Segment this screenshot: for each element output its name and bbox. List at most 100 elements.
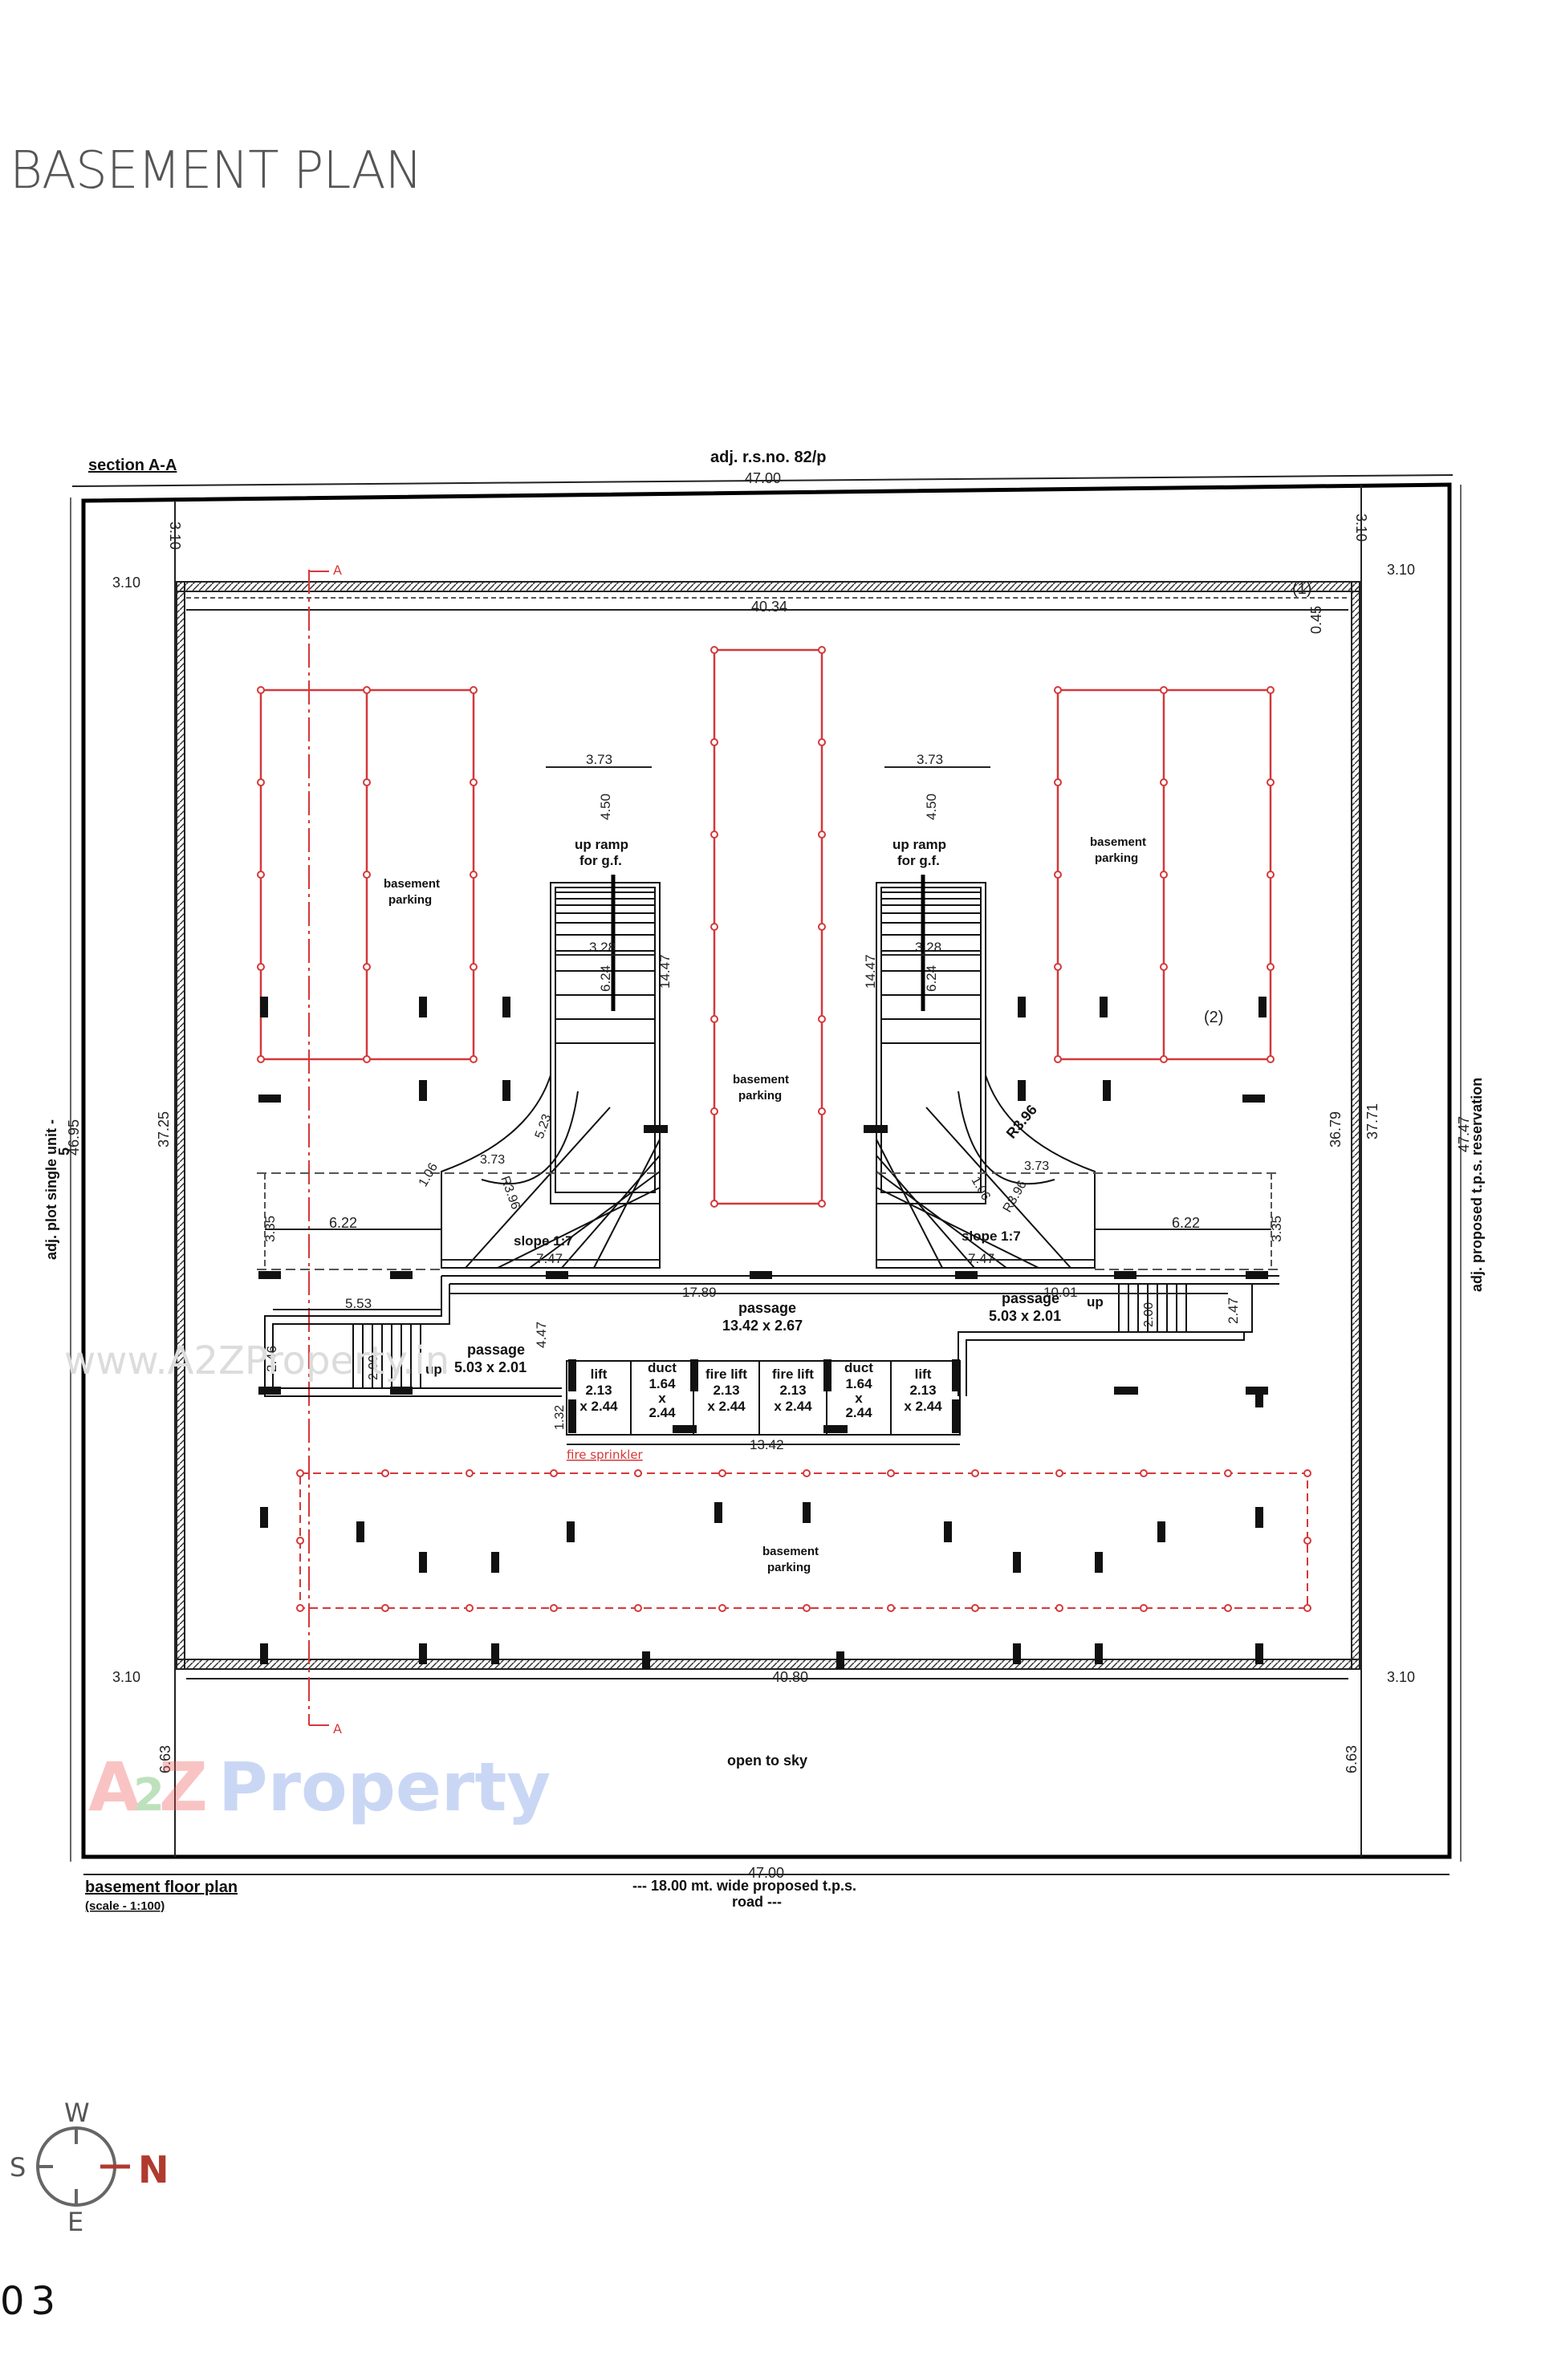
ramp-right-line2: for g.f.	[897, 853, 940, 868]
section-marker-bottom: A	[333, 1721, 342, 1736]
page-title: BASEMENT PLAN	[10, 141, 423, 201]
right-neighbor-label: adj. proposed t.p.s. reservation	[1469, 1078, 1485, 1292]
core-cell-1-l3: x 2.44	[579, 1399, 618, 1414]
dim-ramp-left-run: 4.50	[598, 794, 613, 820]
dim-core-width: 13.42	[750, 1437, 784, 1452]
svg-text:Z: Z	[159, 1748, 208, 1826]
road-label-line2: road ---	[732, 1894, 782, 1910]
open-to-sky-label: open to sky	[727, 1753, 807, 1769]
compass-south: S	[10, 2152, 26, 2183]
parking-label-bottom-2: parking	[767, 1561, 811, 1574]
dim-left-stair-width: 5.53	[345, 1296, 372, 1311]
dim-right-outer: 47.47	[1456, 1116, 1472, 1152]
parking-label-right-1: basement	[1090, 835, 1146, 849]
compass-west: W	[64, 2098, 90, 2128]
ramp-left-line1: up ramp	[575, 837, 628, 852]
parking-label-left-2: parking	[388, 893, 432, 907]
ramp-right	[876, 875, 1279, 1270]
compass-east: E	[67, 2207, 83, 2237]
passage-corridor	[264, 1275, 1279, 1397]
core-cell-6-l2: 2.13	[909, 1383, 936, 1398]
dim-ramp-right-base: 7.47	[968, 1251, 994, 1266]
dim-setback-right-top: 3.10	[1387, 562, 1415, 578]
core-cell-5-name: duct	[844, 1360, 873, 1375]
basement-wall-right	[1351, 581, 1360, 1670]
dim-core-offset: 1.32	[553, 1405, 567, 1430]
dim-setback-left-top: 3.10	[112, 575, 140, 591]
dim-ramp-right-side-h: 3.35	[1269, 1216, 1284, 1242]
dim-ramp-right-radius-b: R3.96	[1001, 1178, 1030, 1215]
passage-right-up: up	[1087, 1294, 1104, 1310]
core-cell-4-l3: x 2.44	[774, 1399, 812, 1414]
section-marker-top: A	[333, 563, 342, 578]
dim-inner-bottom: 40.80	[772, 1669, 808, 1685]
dim-ramp-left-radius: R3.96	[498, 1175, 522, 1212]
parking-label-center-2: parking	[738, 1089, 782, 1103]
plan-scale: (scale - 1:100)	[85, 1899, 165, 1913]
road-label-line1: --- 18.00 mt. wide proposed t.p.s.	[632, 1878, 856, 1894]
basement-wall-left	[176, 581, 185, 1670]
svg-text:Property: Property	[218, 1748, 551, 1826]
dim-ramp-right-run: 4.50	[924, 794, 939, 820]
passage-left-up: up	[425, 1362, 442, 1377]
dim-core-depth: 4.47	[534, 1322, 549, 1348]
dim-ramp-right-depth: 6.24	[924, 965, 939, 992]
core-cell-5-l3: x	[855, 1391, 863, 1406]
core-cell-6-name: lift	[915, 1367, 932, 1382]
marker-1: (1)	[1292, 580, 1311, 598]
dim-setback-right-bottom: 3.10	[1387, 1669, 1415, 1685]
dim-passage-right: 10.01	[1043, 1285, 1078, 1300]
dim-open-sky-left: 6.63	[157, 1745, 173, 1773]
parking-label-right-2: parking	[1095, 851, 1138, 865]
core-cell-2-name: duct	[648, 1360, 677, 1375]
core-cell-3-l3: x 2.44	[707, 1399, 746, 1414]
passage-main-size: 13.42 x 2.67	[722, 1318, 803, 1334]
dim-left-stair-height: 2.46	[264, 1346, 279, 1372]
core-cell-3-name: fire lift	[705, 1367, 747, 1382]
dim-left-inner: 37.25	[156, 1111, 172, 1147]
dim-right-inner: 36.79	[1328, 1111, 1344, 1147]
dim-open-sky-right: 6.63	[1344, 1745, 1360, 1773]
dim-left-stair-w2: 2.00	[367, 1355, 380, 1380]
plan-title: basement floor plan	[85, 1878, 238, 1896]
svg-text:A: A	[88, 1748, 140, 1826]
core-cell-2-l3: x	[658, 1391, 666, 1406]
parking-label-bottom-1: basement	[762, 1545, 819, 1558]
dim-ramp-left-curve-b: 1.06	[417, 1160, 441, 1189]
basement-wall-top	[176, 581, 1360, 592]
core-cell-5-l2: 1.64	[845, 1376, 872, 1391]
passage-left-size: 5.03 x 2.01	[454, 1359, 527, 1375]
left-neighbor-label: adj. plot single unit -	[43, 1119, 59, 1260]
lift-core	[566, 1359, 961, 1436]
parking-label-center-1: basement	[733, 1073, 789, 1086]
left-neighbor-number: 5	[56, 1147, 72, 1155]
parking-grid-center	[713, 648, 823, 1205]
passage-right-size: 5.03 x 2.01	[989, 1308, 1061, 1324]
dim-ramp-left-inner: 3.28	[589, 940, 616, 955]
passage-left-label: passage	[467, 1342, 525, 1358]
core-cell-6-l3: x 2.44	[904, 1399, 942, 1414]
fire-sprinkler-label: fire sprinkler	[567, 1448, 644, 1462]
svg-text:2: 2	[133, 1769, 165, 1822]
basement-wall-bottom	[176, 1659, 1360, 1670]
watermark-url: www.A2ZProperty.in	[64, 1338, 449, 1383]
dim-ramp-right-side: 6.22	[1172, 1215, 1200, 1231]
parking-label-left-1: basement	[384, 877, 440, 891]
core-cell-2-l2: 1.64	[649, 1376, 676, 1391]
dim-right-mid: 37.71	[1364, 1103, 1380, 1139]
core-cell-3-l2: 2.13	[713, 1383, 739, 1398]
slope-right-label: slope 1:7	[962, 1229, 1021, 1244]
slope-left-label: slope 1:7	[514, 1233, 573, 1249]
core-cell-2-l4: 2.44	[649, 1405, 676, 1420]
passage-main-label: passage	[738, 1300, 796, 1316]
dim-setback-left-bottom: 3.10	[112, 1669, 140, 1685]
core-cell-1-name: lift	[591, 1367, 608, 1382]
compass-north: N	[138, 2148, 169, 2191]
dim-ramp-right-inner: 3.28	[915, 940, 941, 955]
ramp-left	[257, 875, 661, 1270]
dim-setback-top-right: 3.10	[1353, 514, 1369, 542]
plot-boundary	[81, 482, 1452, 1859]
dim-ramp-left-length: 14.47	[657, 954, 673, 989]
dim-right-stair-height: 2.47	[1226, 1298, 1241, 1324]
